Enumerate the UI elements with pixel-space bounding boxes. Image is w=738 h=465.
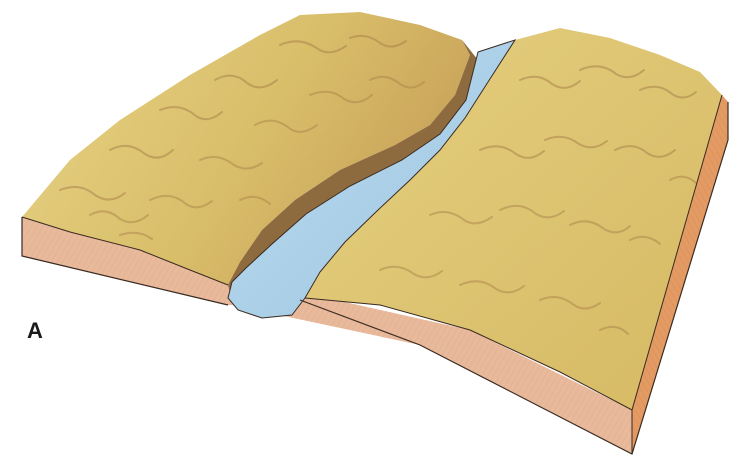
panel-label: A xyxy=(27,318,43,344)
